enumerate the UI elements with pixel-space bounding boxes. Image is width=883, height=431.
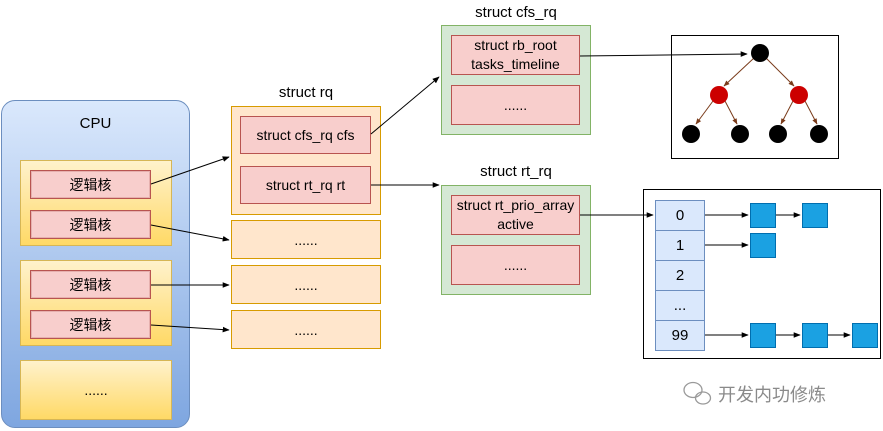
watermark-text: 开发内功修炼	[718, 385, 826, 405]
rq-placeholder-1: ......	[231, 220, 381, 259]
tree-node-red-left	[710, 86, 728, 104]
task-node-99c	[852, 323, 878, 348]
cfs-rq-placeholder: ......	[451, 85, 580, 125]
logical-core-1: 逻辑核	[30, 170, 151, 199]
cfs-rq-tasks-timeline-field: struct rb_root tasks_timeline	[451, 35, 580, 75]
tree-edge	[723, 57, 755, 87]
cfs-rq-root-line2: tasks_timeline	[471, 56, 560, 72]
logical-core-3: 逻辑核	[30, 270, 151, 299]
prio-index-99: 99	[655, 320, 705, 351]
arrow-core2-rq	[150, 224, 230, 242]
rq-placeholder-3: ......	[231, 310, 381, 349]
task-node-1a	[750, 233, 776, 258]
rt-rq-active-field: struct rt_prio_array active	[451, 195, 580, 235]
rq-placeholder-2: ......	[231, 265, 381, 304]
cpu-title: CPU	[79, 115, 112, 132]
tree-node-leaf	[810, 125, 828, 143]
rt-rq-active-line1: struct rt_prio_array	[456, 197, 575, 213]
task-node-99b	[802, 323, 828, 348]
tree-edge	[804, 100, 818, 125]
wechat-icon	[683, 381, 712, 405]
logical-core-4: 逻辑核	[30, 310, 151, 339]
tree-edge	[765, 57, 795, 87]
tree-node-red-right	[790, 86, 808, 104]
tree-node-leaf	[731, 125, 749, 143]
prio-index-ellipsis: ...	[655, 290, 705, 321]
cfs-rq-title: struct cfs_rq	[475, 4, 557, 21]
tree-node-leaf	[682, 125, 700, 143]
tree-node-root	[751, 44, 769, 62]
arrow-cfs-field	[370, 76, 440, 135]
rt-rq-placeholder: ......	[451, 245, 580, 285]
task-node-0b	[802, 203, 828, 228]
arrow-core1-rq	[150, 156, 230, 185]
task-node-0a	[750, 203, 776, 228]
tree-edge	[724, 100, 738, 125]
rt-rq-active-line2: active	[497, 216, 534, 232]
rq-rt-field: struct rt_rq rt	[240, 166, 371, 204]
rq-cfs-field: struct cfs_rq cfs	[240, 116, 371, 154]
logical-core-2: 逻辑核	[30, 210, 151, 239]
rt-rq-title: struct rt_rq	[480, 163, 552, 180]
tree-edge	[695, 100, 714, 125]
tree-edge	[780, 100, 794, 125]
arrow-core4-rq	[150, 324, 230, 333]
arrow-tasks-timeline	[579, 51, 748, 57]
core-group-more: ......	[20, 360, 172, 420]
task-node-99a	[750, 323, 776, 348]
tree-node-leaf	[769, 125, 787, 143]
rq-title: struct rq	[278, 84, 334, 101]
cfs-rq-root-line1: struct rb_root	[474, 37, 557, 53]
